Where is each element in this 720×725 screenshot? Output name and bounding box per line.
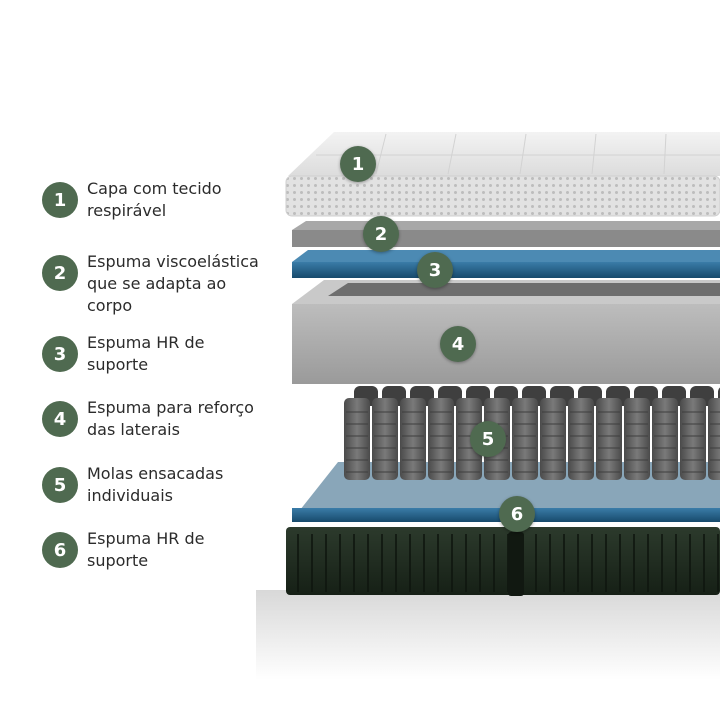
legend-label-6: Espuma HR de suporte [87,529,205,570]
legend-badge-2: 2 [42,255,78,291]
layer-5-pocket-springs [344,386,720,480]
layer-badge-6: 6 [499,496,535,532]
legend-label-3: Espuma HR de suporte [87,333,205,374]
legend-badge-1: 1 [42,182,78,218]
legend-badge-5: 5 [42,467,78,503]
floor-shadow [256,590,720,680]
layers-legend: 1 Capa com tecido respirável 2 Espuma vi… [0,0,280,720]
mattress-cutaway-image [256,132,720,680]
layer-badge-5: 5 [470,421,506,457]
legend-item-1: 1 Capa com tecido respirável [42,179,267,222]
legend-item-2: 2 Espuma viscoelástica que se adapta ao … [42,252,267,317]
legend-label-4: Espuma para reforço das laterais [87,398,254,439]
legend-label-5: Molas ensacadas individuais [87,464,224,505]
legend-badge-3: 3 [42,336,78,372]
legend-label-1: Capa com tecido respirável [87,179,222,220]
layer-1-cover [285,132,720,217]
legend-badge-6: 6 [42,532,78,568]
legend-item-5: 5 Molas ensacadas individuais [42,464,267,507]
layer-badge-3: 3 [417,252,453,288]
legend-item-4: 4 Espuma para reforço das laterais [42,398,267,441]
legend-item-3: 3 Espuma HR de suporte [42,333,267,376]
layer-2-memory-foam [292,221,720,247]
legend-item-6: 6 Espuma HR de suporte [42,529,267,572]
layer-badge-2: 2 [363,216,399,252]
layer-4-side-foam [292,280,720,384]
layer-3-hr-foam [292,250,720,278]
legend-badge-4: 4 [42,401,78,437]
layer-badge-1: 1 [340,146,376,182]
layer-base [286,527,720,596]
layer-badge-4: 4 [440,326,476,362]
mattress-layers-illustration: 1 2 3 4 5 6 [256,0,720,720]
legend-label-2: Espuma viscoelástica que se adapta ao co… [87,252,259,315]
